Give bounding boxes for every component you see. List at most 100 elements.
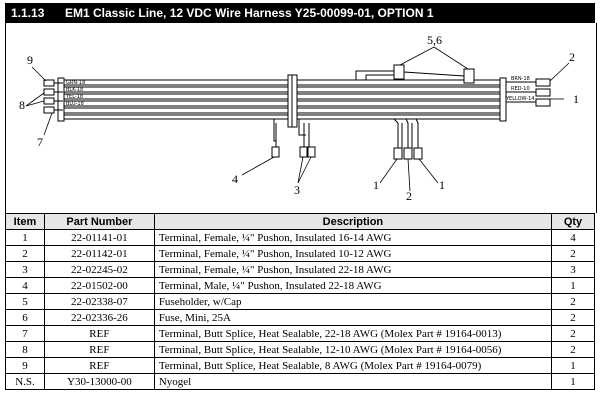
title-bar: 1.1.13 EM1 Classic Line, 12 VDC Wire Har… [5, 3, 595, 23]
callout-9: 9 [27, 53, 33, 67]
cell-item: 2 [5, 245, 45, 262]
cell-qty: 2 [551, 293, 595, 310]
cell-part-number: REF [43, 325, 155, 342]
cell-item: 7 [5, 325, 45, 342]
callout-2-bottom: 2 [406, 189, 412, 203]
cell-description: Terminal, Female, ¼" Pushon, Insulated 2… [153, 261, 553, 278]
terminal-3b [307, 146, 316, 158]
left-connectors [43, 79, 63, 114]
connector-left-3 [43, 97, 55, 105]
cell-part-number: 22-01141-01 [43, 229, 155, 246]
connector-left-2 [43, 88, 55, 96]
connector-left-4 [43, 106, 55, 114]
terminal-2 [403, 147, 413, 160]
table-header-row: Item Part Number Description Qty [5, 213, 595, 230]
callout-2-top: 2 [569, 50, 575, 64]
cell-qty: 1 [551, 373, 595, 390]
terminal-1b [413, 147, 423, 160]
col-header-description: Description [153, 213, 553, 230]
leader-lines [25, 46, 570, 192]
harness-trunk [57, 74, 507, 128]
callout-1-b: 1 [439, 178, 445, 192]
fuseholder-2 [463, 68, 475, 84]
cell-qty: 2 [551, 325, 595, 342]
cell-part-number: REF [43, 341, 155, 358]
wire-label-right-2: RED-10 [511, 86, 530, 92]
cell-description: Fuse, Mini, 25A [153, 309, 553, 326]
cell-qty: 1 [551, 277, 595, 294]
wire-label-left-2: BLK-18 [66, 87, 84, 93]
fuseholder-1 [393, 64, 405, 80]
wire-label-right-1: BRN-18 [511, 76, 530, 82]
lower-right-branch [393, 118, 423, 160]
cell-description: Nyogel [153, 373, 553, 390]
wire-label-left-4: BLU-18 [66, 101, 84, 107]
terminal-4 [271, 146, 280, 158]
cell-part-number: Y30-13000-00 [43, 373, 155, 390]
wire-label-left-3: YEL-18 [66, 94, 84, 100]
cell-item: 8 [5, 341, 45, 358]
lower-left-branch [271, 119, 316, 158]
cell-description: Terminal, Butt Splice, Heat Sealable, 8 … [153, 357, 553, 374]
harness-drawing [25, 46, 570, 192]
cell-item: 4 [5, 277, 45, 294]
wire-label-right-3: YELLOW-14 [506, 96, 535, 102]
cell-qty: 2 [551, 245, 595, 262]
cell-part-number: 22-01142-01 [43, 245, 155, 262]
wire-label-left-1: GRN-18 [66, 80, 86, 86]
cell-qty: 2 [551, 309, 595, 326]
col-header-qty: Qty [551, 213, 595, 230]
callout-5-6: 5,6 [427, 33, 442, 47]
cell-item: N.S. [5, 373, 45, 390]
col-header-part-number: Part Number [43, 213, 155, 230]
cell-part-number: 22-02338-07 [43, 293, 155, 310]
callout-1-a: 1 [373, 178, 379, 192]
cell-qty: 4 [551, 229, 595, 246]
cell-description: Terminal, Butt Splice, Heat Sealable, 12… [153, 341, 553, 358]
cell-description: Fuseholder, w/Cap [153, 293, 553, 310]
cell-item: 3 [5, 261, 45, 278]
right-end-cap [499, 77, 507, 122]
cell-part-number: 22-02245-02 [43, 261, 155, 278]
connector-right-1 [535, 78, 551, 87]
connector-right-3 [535, 98, 551, 107]
callout-3: 3 [294, 183, 300, 197]
cell-description: Terminal, Male, ¼" Pushon, Insulated 22-… [153, 277, 553, 294]
cell-part-number: 22-02336-26 [43, 309, 155, 326]
cell-description: Terminal, Butt Splice, Heat Sealable, 22… [153, 325, 553, 342]
cell-qty: 1 [551, 357, 595, 374]
cell-item: 1 [5, 229, 45, 246]
cell-qty: 3 [551, 261, 595, 278]
col-header-item: Item [5, 213, 45, 230]
terminal-3a [299, 146, 308, 158]
wire-harness-diagram: 9 8 7 5,6 2 1 4 3 1 2 1 GRN-18 BLK-18 YE… [5, 23, 597, 213]
connector-right-2 [535, 88, 551, 97]
cell-item: 6 [5, 309, 45, 326]
cell-part-number: 22-01502-00 [43, 277, 155, 294]
page-title: EM1 Classic Line, 12 VDC Wire Harness Y2… [65, 6, 434, 20]
cell-part-number: REF [43, 357, 155, 374]
fuseholder-branch [355, 64, 475, 84]
left-end-cap [57, 77, 65, 122]
cell-qty: 2 [551, 341, 595, 358]
cell-item: 5 [5, 293, 45, 310]
section-number: 1.1.13 [11, 6, 45, 20]
callout-1-right: 1 [573, 92, 579, 106]
cell-item: 9 [5, 357, 45, 374]
cell-description: Terminal, Female, ¼" Pushon, Insulated 1… [153, 229, 553, 246]
callout-4: 4 [232, 172, 238, 186]
right-connectors [506, 78, 551, 107]
terminal-1a [393, 147, 403, 160]
